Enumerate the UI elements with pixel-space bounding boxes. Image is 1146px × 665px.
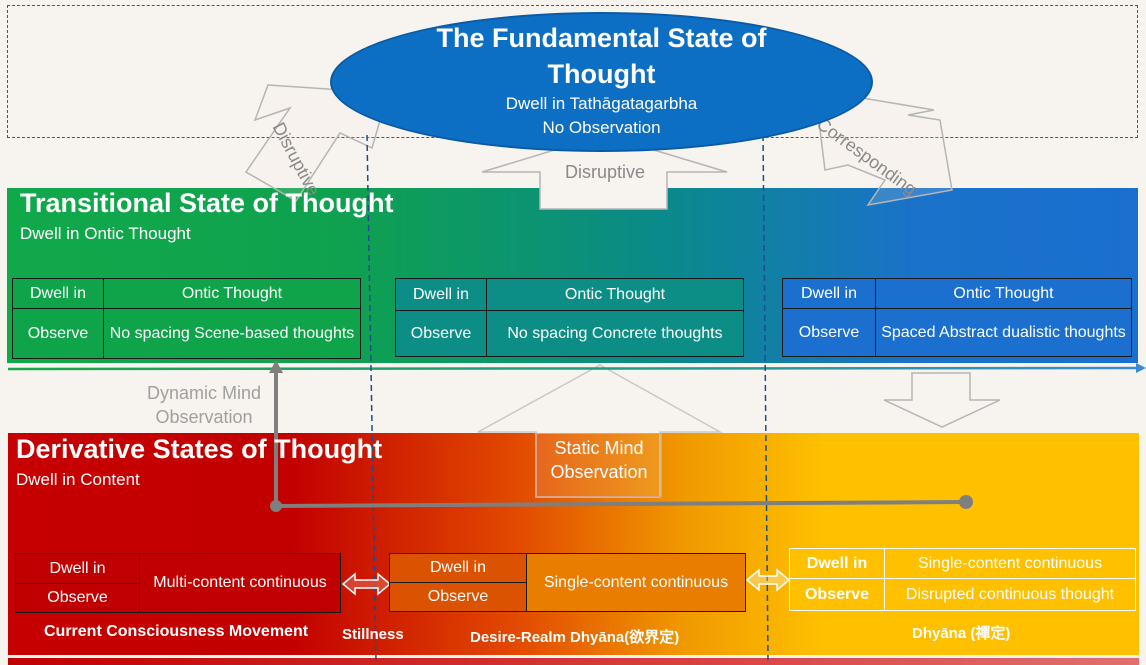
derivative-band — [8, 433, 1139, 655]
connector-horizontal — [275, 500, 967, 508]
dwell-value: Ontic Thought — [486, 278, 744, 311]
caption-current-consciousness: Current Consciousness Movement — [44, 623, 309, 640]
static-up-arrow — [477, 364, 723, 498]
observe-value: No spacing Scene-based thoughts — [103, 308, 361, 359]
dashed-divider-left — [366, 134, 377, 661]
caption-desire-realm: Desire-Realm Dhyāna(欲界定) — [470, 629, 680, 646]
transition-line-head — [1136, 363, 1146, 373]
transitional-subtitle: Dwell in Ontic Thought — [20, 224, 191, 243]
fundamental-title-line1: The Fundamental State of — [436, 23, 767, 53]
content-value: Single-content continuous — [526, 553, 746, 612]
connector-dot-right — [959, 495, 973, 509]
bottom-strip — [8, 658, 1139, 665]
dwell-label: Dwell in — [789, 548, 885, 579]
content-value: Multi-content continuous — [139, 553, 341, 613]
derivative-table-3: Dwell in Single-content continuous Obser… — [789, 548, 1136, 611]
observe-label: Observe — [789, 578, 885, 611]
observe-label: Observe — [782, 308, 876, 357]
observe-value: Disrupted continuous thought — [884, 578, 1136, 611]
disruptive-center-arrow — [481, 134, 728, 210]
fundamental-sub-line1: Dwell in Tathāgatagarbha — [505, 94, 698, 113]
fundamental-subtitle: Dwell in Tathāgatagarbha No Observation — [330, 92, 873, 140]
static-observation-label: Static Mind Observation — [536, 436, 662, 484]
observe-value: Spaced Abstract dualistic thoughts — [875, 308, 1132, 357]
derivative-table-2: Dwell in Single-content continuous Obser… — [389, 553, 746, 612]
caption-dhyana: Dhyāna (禪定) — [912, 625, 1011, 642]
dwell-value: Ontic Thought — [875, 278, 1132, 309]
down-arrow-right — [883, 372, 1001, 428]
dwell-label: Dwell in — [15, 553, 140, 584]
transition-line — [7, 366, 1141, 371]
static-line2: Observation — [550, 462, 648, 482]
fundamental-ellipse — [330, 12, 873, 152]
derivative-table-1: Dwell in Multi-content continuous Observ… — [15, 553, 341, 613]
observe-label: Observe — [389, 582, 527, 612]
fundamental-title: The Fundamental State of Thought — [330, 20, 873, 92]
caption-stillness: Stillness — [342, 626, 404, 643]
connector-head — [269, 360, 283, 373]
derivative-title: Derivative States of Thought — [16, 434, 383, 464]
dwell-label: Dwell in — [782, 278, 876, 309]
dynamic-observation-label: Dynamic Mind Observation — [128, 381, 280, 429]
dashed-divider-right — [762, 134, 769, 661]
transitional-table-1: Dwell in Ontic Thought Observe No spacin… — [12, 278, 361, 359]
dynamic-line2: Observation — [155, 407, 253, 427]
dwell-value: Single-content continuous — [884, 548, 1136, 579]
transitional-table-2: Dwell in Ontic Thought Observe No spacin… — [395, 278, 744, 357]
derivative-subtitle: Dwell in Content — [16, 470, 140, 489]
dwell-label: Dwell in — [12, 278, 104, 309]
observe-value: No spacing Concrete thoughts — [486, 310, 744, 357]
corresponding-arrow — [814, 89, 953, 207]
fundamental-sub-line2: No Observation — [542, 118, 661, 137]
static-observation-box — [536, 433, 662, 497]
dynamic-line1: Dynamic Mind — [146, 383, 262, 403]
fundamental-title-line2: Thought — [547, 59, 656, 89]
transitional-title: Transitional State of Thought — [20, 188, 394, 218]
connector-dot-left — [270, 500, 282, 512]
dwell-label: Dwell in — [389, 553, 527, 583]
observe-label: Observe — [15, 583, 140, 613]
dwell-value: Ontic Thought — [103, 278, 361, 309]
double-arrow-left — [341, 572, 392, 596]
observe-label: Observe — [12, 308, 104, 359]
disruptive-center-label: Disruptive — [564, 162, 646, 182]
transitional-table-3: Dwell in Ontic Thought Observe Spaced Ab… — [782, 278, 1132, 357]
observe-label: Observe — [395, 310, 487, 357]
dwell-label: Dwell in — [395, 278, 487, 311]
static-line1: Static Mind — [554, 438, 644, 458]
